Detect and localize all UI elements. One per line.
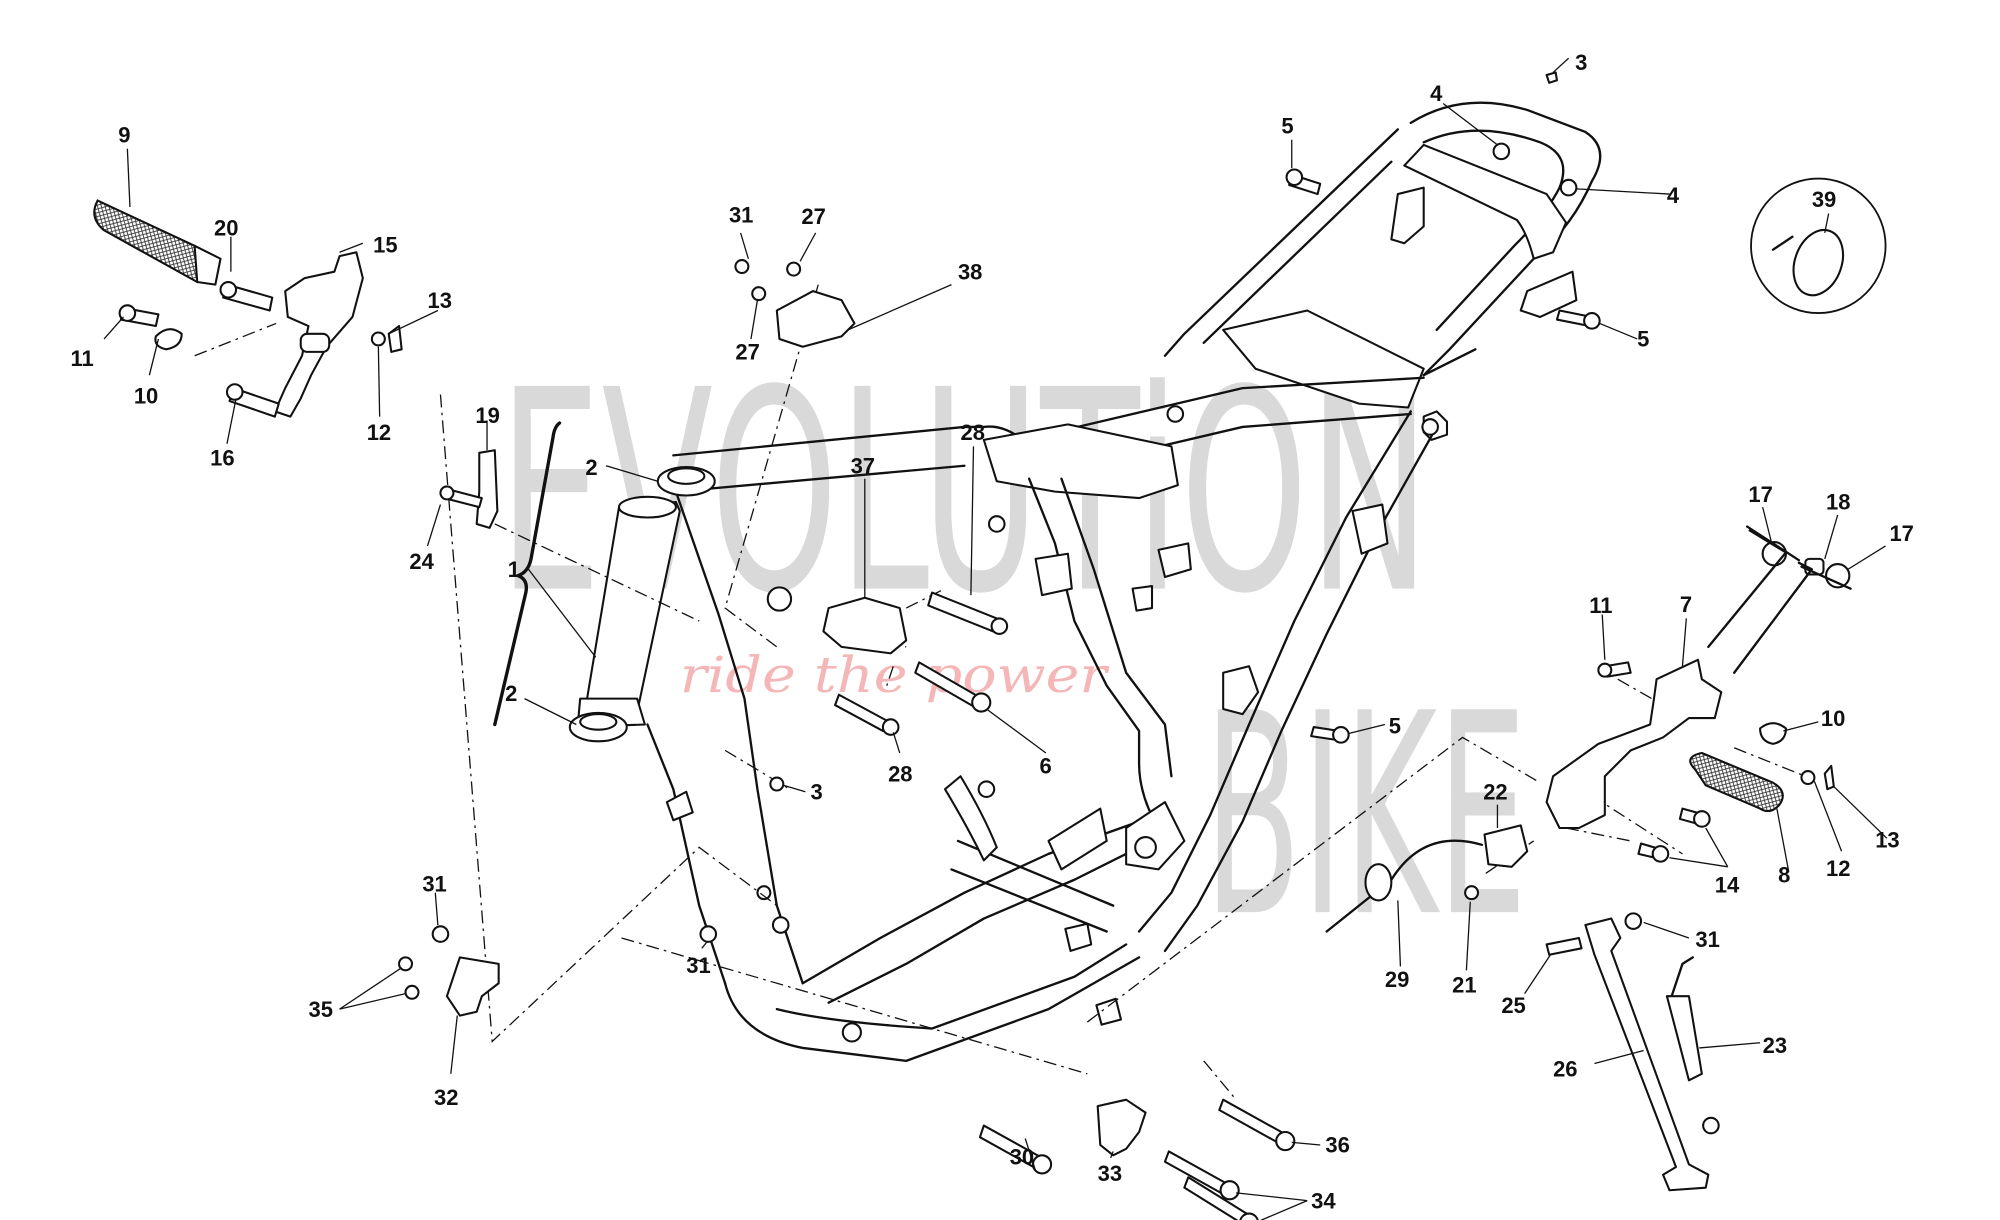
side-stand[interactable] <box>1584 917 1710 1192</box>
callout-31-b[interactable]: 31 <box>422 871 446 896</box>
callout-33[interactable]: 33 <box>1098 1161 1122 1186</box>
callout-35[interactable]: 35 <box>308 997 332 1022</box>
bracket-19[interactable] <box>475 449 499 529</box>
callout-11-left[interactable]: 11 <box>70 346 93 371</box>
callout-31-d[interactable]: 31 <box>1695 927 1719 952</box>
callout-27-b[interactable]: 27 <box>735 340 759 365</box>
callout-23[interactable]: 23 <box>1763 1033 1787 1058</box>
callout-7[interactable]: 7 <box>1680 592 1692 617</box>
callout-5-b[interactable]: 5 <box>1637 327 1649 352</box>
side-stand-switch[interactable] <box>1483 824 1529 868</box>
frame-brace <box>493 421 562 727</box>
engine-bracket-37[interactable] <box>822 596 908 655</box>
callout-22[interactable]: 22 <box>1483 780 1507 805</box>
callout-13-right[interactable]: 13 <box>1875 827 1899 852</box>
front-small-parts[interactable] <box>439 259 1009 792</box>
callout-12-right[interactable]: 12 <box>1826 856 1850 881</box>
stand-spring[interactable] <box>1665 995 1703 1082</box>
callout-31-c[interactable]: 31 <box>686 953 710 978</box>
frame[interactable] <box>576 101 1602 1063</box>
callout-30[interactable]: 30 <box>1010 1144 1034 1169</box>
callout-11-right[interactable]: 11 <box>1589 593 1612 618</box>
callout-16[interactable]: 16 <box>210 446 234 471</box>
callout-5-c[interactable]: 5 <box>1389 714 1401 739</box>
callout-28-a[interactable]: 28 <box>961 420 985 445</box>
callout-21[interactable]: 21 <box>1452 972 1476 997</box>
callout-39[interactable]: 39 <box>1812 187 1836 212</box>
callout-labels: 1 2 2 3 3 4 4 5 5 5 6 7 8 9 10 10 11 11 … <box>70 50 1913 1213</box>
callout-19[interactable]: 19 <box>475 403 499 428</box>
right-footrest-group[interactable] <box>1325 525 1852 1192</box>
bearing-17b[interactable] <box>1825 563 1851 589</box>
callout-14[interactable]: 14 <box>1715 873 1740 898</box>
callout-32[interactable]: 32 <box>434 1085 458 1110</box>
callout-18[interactable]: 18 <box>1826 490 1850 515</box>
engine-bracket-38[interactable] <box>775 290 856 348</box>
callout-20[interactable]: 20 <box>214 215 238 240</box>
callout-10-right[interactable]: 10 <box>1821 706 1845 731</box>
callout-2-lower[interactable]: 2 <box>505 681 517 706</box>
engine-bracket-left-group[interactable] <box>398 925 718 1017</box>
callout-17-b[interactable]: 17 <box>1889 521 1913 546</box>
right-footrest[interactable] <box>1689 751 1784 813</box>
callout-9[interactable]: 9 <box>118 122 130 147</box>
engine-bracket-right-group[interactable] <box>978 1098 1296 1220</box>
callout-6[interactable]: 6 <box>1039 754 1051 779</box>
watermark-brand-line2: BIKE <box>1204 654 1527 978</box>
left-footrest-group[interactable] <box>93 199 403 418</box>
right-footrest-bracket[interactable] <box>1545 658 1723 830</box>
callout-2-upper[interactable]: 2 <box>585 455 597 480</box>
callout-37[interactable]: 37 <box>851 454 875 479</box>
callout-17-a[interactable]: 17 <box>1748 482 1772 507</box>
callout-5-a[interactable]: 5 <box>1281 113 1293 138</box>
rear-small-parts[interactable] <box>1285 71 1601 744</box>
assembly-lines <box>194 284 1806 1101</box>
leader-lines <box>103 57 1888 1220</box>
callout-34[interactable]: 34 <box>1311 1188 1336 1213</box>
callout-26[interactable]: 26 <box>1553 1056 1577 1081</box>
left-footrest[interactable] <box>93 199 209 284</box>
callout-8[interactable]: 8 <box>1778 862 1790 887</box>
watermark-tagline: ride the power <box>680 646 1110 704</box>
callout-31-a[interactable]: 31 <box>729 203 753 228</box>
engine-bracket-33[interactable] <box>1096 1098 1147 1157</box>
detail-inset <box>1750 177 1887 314</box>
cable-tie-39[interactable] <box>1785 223 1852 302</box>
callout-1[interactable]: 1 <box>508 557 520 582</box>
callout-4-b[interactable]: 4 <box>1667 183 1680 208</box>
callout-15[interactable]: 15 <box>373 232 397 257</box>
callout-25[interactable]: 25 <box>1501 993 1525 1018</box>
callout-24[interactable]: 24 <box>409 549 434 574</box>
callout-4-a[interactable]: 4 <box>1430 81 1443 106</box>
callout-28-b[interactable]: 28 <box>888 761 912 786</box>
callout-3-front[interactable]: 3 <box>810 780 822 805</box>
callout-36[interactable]: 36 <box>1325 1133 1349 1158</box>
callout-3-rear[interactable]: 3 <box>1575 50 1587 75</box>
callout-12-left[interactable]: 12 <box>367 420 391 445</box>
callout-13-left[interactable]: 13 <box>428 288 452 313</box>
callout-29[interactable]: 29 <box>1385 967 1409 992</box>
engine-bracket-32[interactable] <box>445 956 500 1017</box>
callout-10-left[interactable]: 10 <box>134 384 158 409</box>
callout-27-a[interactable]: 27 <box>801 204 825 229</box>
callout-38[interactable]: 38 <box>958 259 982 284</box>
